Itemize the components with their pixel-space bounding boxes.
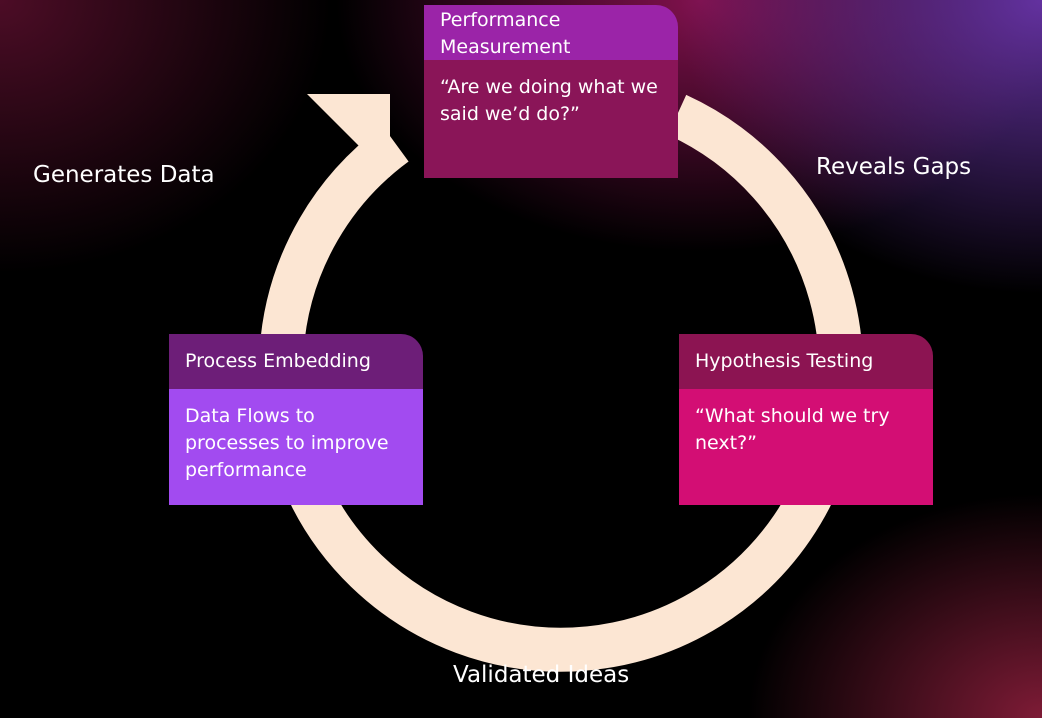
stage-question-process-embedding: Data Flows to processes to improve perfo… [169, 389, 423, 505]
transition-label-reveals-gaps: Reveals Gaps [816, 154, 972, 180]
transition-label-validated-ideas: Validated Ideas [453, 662, 630, 688]
stage-title-hypothesis-testing: Hypothesis Testing [679, 334, 933, 389]
stage-title-process-embedding: Process Embedding [169, 334, 423, 389]
stage-question-hypothesis-testing: “What should we try next?” [679, 389, 933, 505]
transition-label-generates-data: Generates Data [33, 162, 215, 188]
arrow-head-icon [307, 94, 390, 177]
stage-question-performance-measurement: “Are we doing what we said we’d do?” [424, 60, 678, 178]
stage-title-performance-measurement: Performance Measurement [424, 5, 678, 60]
stage-card-process-embedding: Process Embedding Data Flows to processe… [169, 334, 423, 505]
stage-card-performance-measurement: Performance Measurement “Are we doing wh… [424, 5, 678, 178]
stage-card-hypothesis-testing: Hypothesis Testing “What should we try n… [679, 334, 933, 505]
